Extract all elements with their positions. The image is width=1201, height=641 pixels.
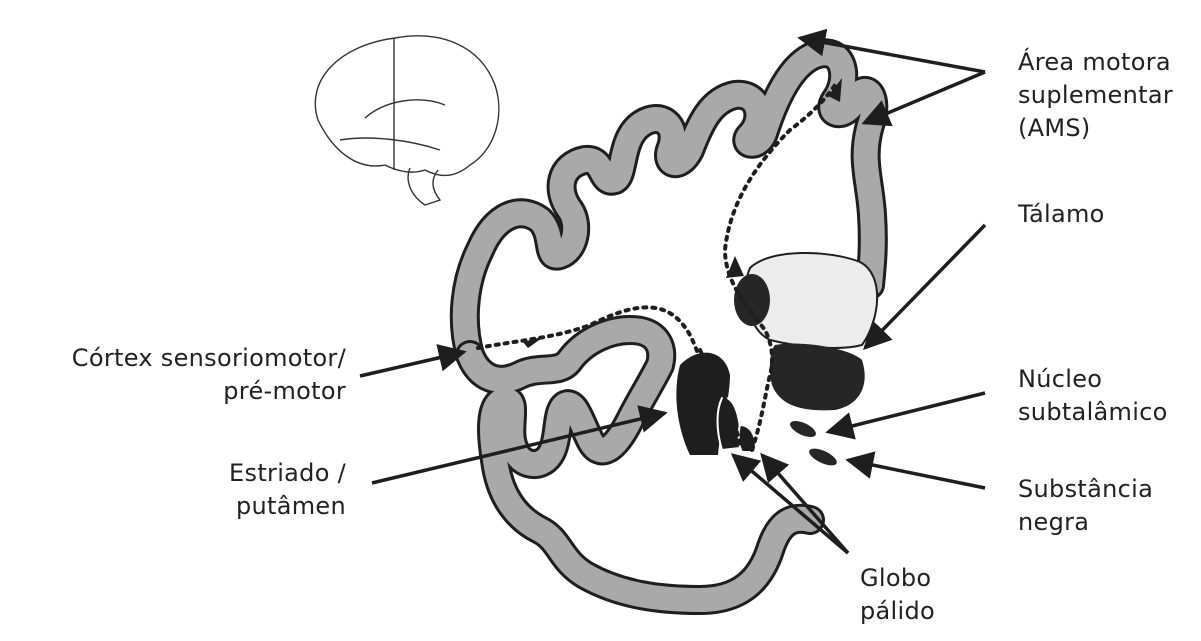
label-nucleo-line-1: Núcleo [1018,363,1168,396]
label-talamo-line-1: Tálamo [1018,198,1105,231]
thalamus-dark-nucleus [734,274,770,326]
label-globo-line-1: Globo [860,562,935,595]
label-estriado-line-2: putâmen [229,490,346,523]
label-substancia-line-1: Substância [1018,473,1153,506]
label-nucleo-line-2: subtalâmico [1018,396,1168,429]
label-talamo: Tálamo [1018,198,1105,231]
label-substancia-line-2: negra [1018,506,1153,539]
label-cortex-line-2: pré-motor [72,375,346,408]
label-estriado: Estriado / putâmen [229,457,346,523]
label-ams-line-1: Área motora [1018,46,1173,79]
label-estriado-line-1: Estriado / [229,457,346,490]
substantia-nigra [807,445,839,469]
label-globo: Globo pálido [860,562,935,628]
dark-nucleus-lower [770,343,865,410]
label-ams: Área motora suplementar (AMS) [1018,46,1173,145]
label-ams-line-2: suplementar [1018,79,1173,112]
label-nucleo: Núcleo subtalâmico [1018,363,1168,429]
label-cortex: Córtex sensoriomotor/ pré-motor [72,342,346,408]
subthalamic-nucleus [788,418,818,441]
label-globo-line-2: pálido [860,595,935,628]
label-cortex-line-1: Córtex sensoriomotor/ [72,342,346,375]
label-ams-line-3: (AMS) [1018,112,1173,145]
brain-icon [315,36,499,205]
label-substancia: Substância negra [1018,473,1153,539]
